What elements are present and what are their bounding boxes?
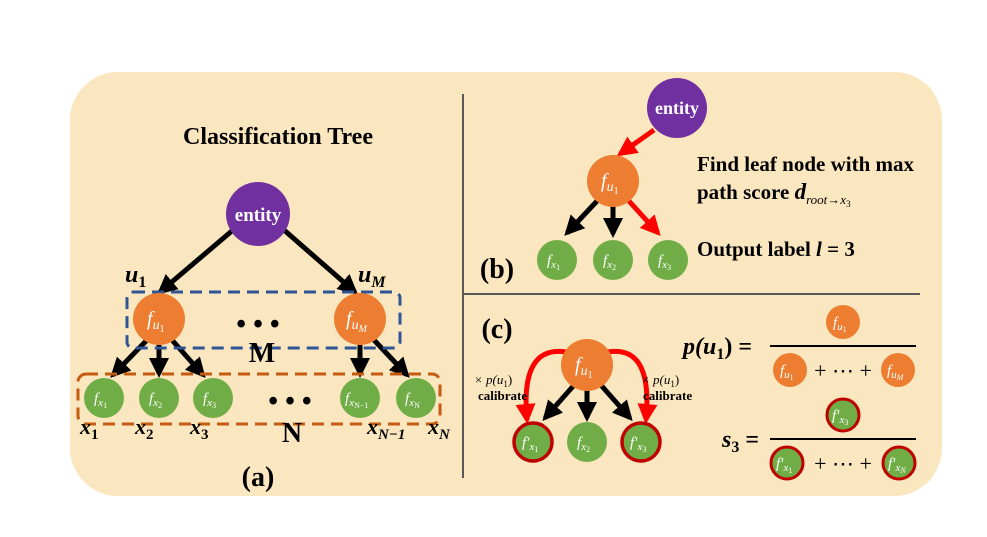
- edge-c-u1-x1: [542, 382, 577, 421]
- panel-a-title: Classification Tree: [183, 124, 373, 150]
- b-entity-label: entity: [655, 98, 699, 118]
- node-u1: [133, 293, 185, 345]
- leaf-x1: fx1: [84, 378, 124, 418]
- p-formula-label: p(u1) =: [681, 334, 752, 363]
- calib-left-word: calibrate: [478, 388, 527, 403]
- svg-text:fx3: fx3: [203, 391, 216, 410]
- s-denominator-b: f′xN: [881, 445, 917, 481]
- panel-c-caption: (c): [481, 314, 512, 345]
- b-leaf-x1: fx1: [537, 240, 577, 280]
- group-box-m: [125, 290, 402, 350]
- b-text-line2: path score droot→x3: [697, 179, 851, 209]
- b-node-u1-label: fu1: [601, 170, 619, 197]
- svg-text:fu1: fu1: [833, 315, 847, 334]
- group-n-label: N: [282, 418, 302, 449]
- x-label-2: x2: [134, 414, 154, 443]
- label-u1: u1: [125, 262, 146, 291]
- entity-label: entity: [235, 205, 282, 226]
- svg-text:fx2: fx2: [603, 253, 616, 272]
- panel-a: Classification Tree entity u1 uM fu1 fuM…: [76, 124, 451, 493]
- calib-right-word: calibrate: [643, 388, 692, 403]
- c-leaf-x1: f′x1: [512, 421, 554, 463]
- edge-u1-x1: [110, 338, 149, 378]
- panel-b-caption: (b): [480, 254, 514, 285]
- entity-node: [226, 182, 290, 246]
- edge-entity-uM: [282, 228, 359, 295]
- panel-a-caption: (a): [242, 462, 275, 493]
- p-numerator: fu1: [826, 305, 860, 339]
- svg-text:f′x3: f′x3: [832, 408, 848, 427]
- leaf-x3: fx3: [193, 378, 233, 418]
- c-node-u1-label: fu1: [575, 354, 593, 381]
- svg-text:f′x1: f′x1: [522, 435, 538, 454]
- dots-top: • • •: [236, 309, 279, 340]
- edge-b-u1-x3: [626, 198, 661, 236]
- leaf-x2: fx2: [139, 378, 179, 418]
- b-leaf-x3: fx3: [648, 240, 688, 280]
- svg-text:f′xN: f′xN: [888, 456, 906, 475]
- c-leaf-x3: f′x3: [620, 421, 662, 463]
- calib-right-mult: × p(u1): [641, 372, 679, 389]
- b-entity-node: [647, 78, 707, 138]
- p-denominator-b: fuM: [881, 353, 915, 387]
- x-label-n1: xN−1: [366, 414, 405, 443]
- p-denominator-plus: + ⋯ +: [814, 358, 872, 383]
- svg-text:fx1: fx1: [94, 391, 107, 410]
- calibrate-arc-left: [515, 348, 567, 424]
- edge-uM-xN: [372, 338, 410, 378]
- panel-c: (c) fu1 × p(u1) calibrate × p(u1) calibr…: [474, 305, 917, 481]
- label-uM: uM: [358, 262, 386, 291]
- edge-u1-x3: [170, 338, 206, 378]
- edge-c-u1-x3: [598, 382, 633, 421]
- c-leaf-x2: fx2: [567, 422, 607, 462]
- svg-text:f′x3: f′x3: [630, 435, 646, 454]
- group-m-label: M: [249, 338, 275, 369]
- x-label-n: xN: [427, 414, 451, 443]
- s-formula-label: s3 =: [721, 427, 759, 456]
- node-uM-label: fuM: [346, 308, 368, 335]
- p-denominator-a: fu1: [773, 353, 807, 387]
- b-leaf-x2: fx2: [593, 240, 633, 280]
- b-output-label: Output label l = 3: [697, 237, 855, 261]
- svg-text:fxN−1: fxN−1: [345, 391, 368, 410]
- svg-text:fu1: fu1: [780, 363, 794, 382]
- x-label-3: x3: [189, 414, 209, 443]
- c-node-u1: [561, 339, 613, 391]
- calibrate-arc-right: [607, 348, 658, 424]
- leaf-xN1: fxN−1: [340, 378, 380, 418]
- b-text-line1: Find leaf node with max: [697, 152, 915, 176]
- svg-text:fx3: fx3: [658, 253, 671, 272]
- edge-b-u1-x1: [564, 198, 600, 236]
- svg-text:f′x1: f′x1: [776, 456, 792, 475]
- dots-bottom: • • •: [268, 386, 311, 417]
- leaf-xN: fxN: [396, 378, 436, 418]
- svg-text:fx1: fx1: [547, 253, 560, 272]
- group-box-n: [76, 372, 442, 426]
- s-denominator-a: f′x1: [769, 445, 805, 481]
- svg-text:fx2: fx2: [577, 435, 590, 454]
- s-numerator: f′x3: [825, 397, 861, 433]
- background-panel: [70, 72, 942, 496]
- svg-text:fx2: fx2: [149, 391, 162, 410]
- node-u1-label: fu1: [147, 308, 165, 335]
- b-node-u1: [587, 155, 639, 207]
- calib-left-mult: × p(u1): [474, 372, 512, 389]
- panel-b: entity fu1 fx1 fx2 fx3 Find leaf node wi…: [480, 78, 915, 285]
- svg-text:fxN: fxN: [405, 391, 420, 410]
- edge-entity-u1: [156, 228, 235, 295]
- edge-b-entity-u1: [616, 127, 656, 157]
- svg-text:fuM: fuM: [887, 363, 905, 382]
- s-denominator-plus: + ⋯ +: [814, 451, 872, 476]
- node-uM: [334, 293, 386, 345]
- x-label-1: x1: [79, 414, 99, 443]
